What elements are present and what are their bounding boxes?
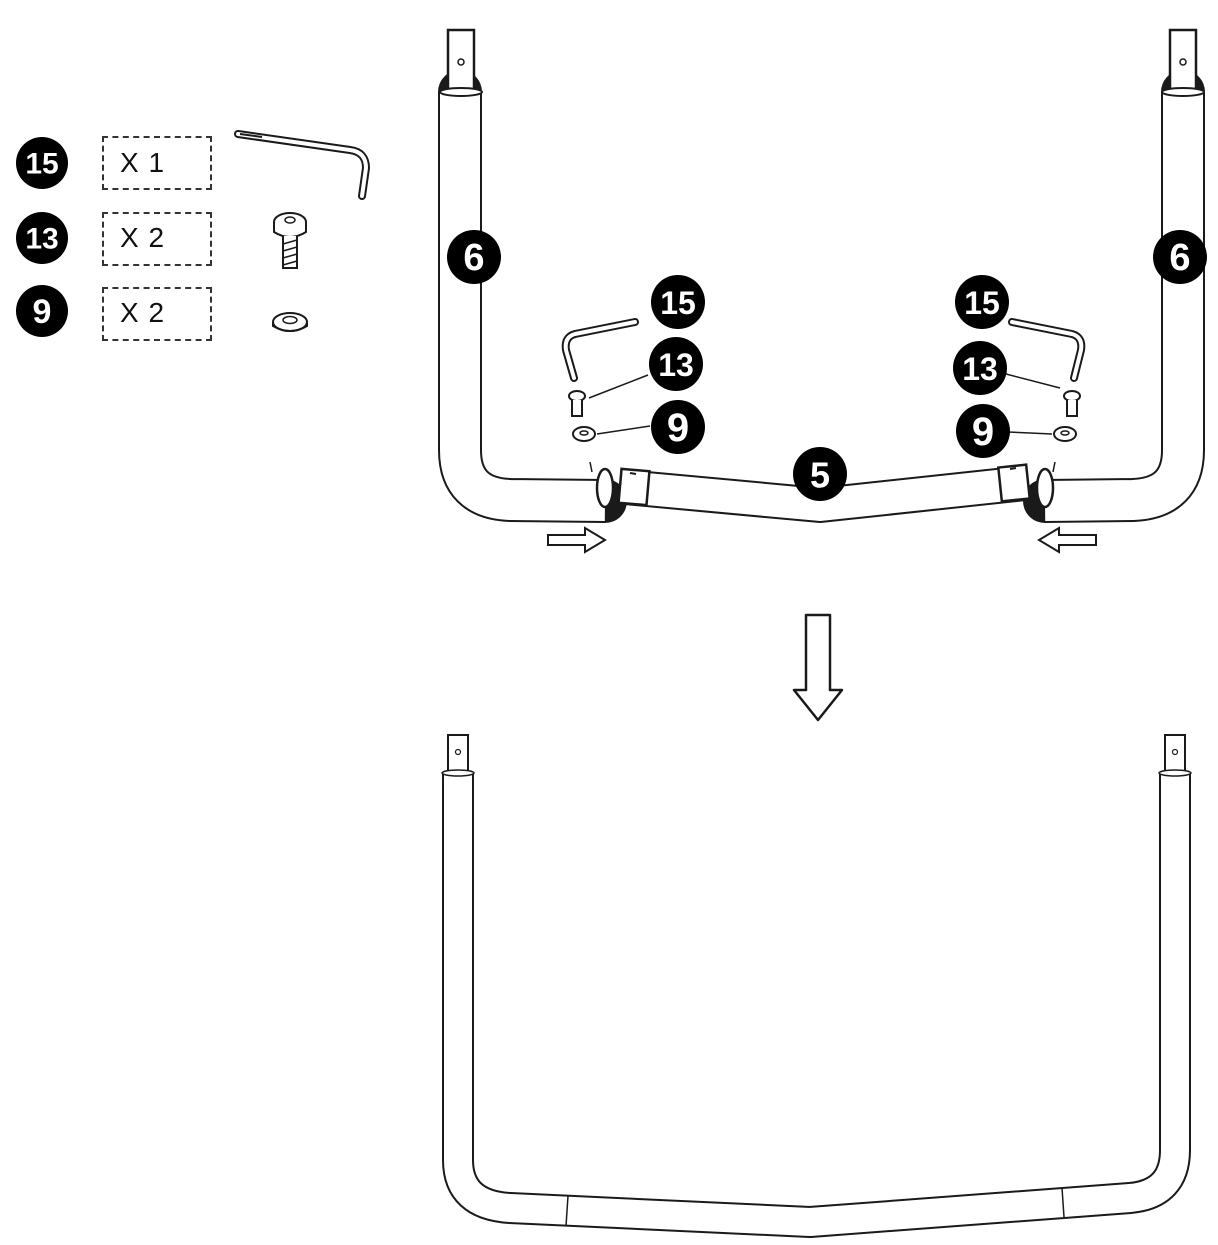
svg-text:13: 13	[25, 223, 58, 256]
callout-right-bolt: 13	[953, 341, 1007, 395]
push-arrow-right-icon	[547, 526, 607, 554]
part-badge-9: 9	[16, 285, 68, 337]
left-bolt-leader	[588, 374, 649, 399]
svg-text:15: 15	[660, 285, 696, 321]
svg-text:9: 9	[972, 410, 994, 454]
qty-text-9: X 2	[120, 297, 166, 328]
callout-left-tool: 15	[651, 275, 705, 329]
part-badge-13: 13	[16, 212, 68, 264]
allen-key-icon	[234, 130, 370, 200]
svg-text:5: 5	[810, 455, 830, 496]
callout-right-washer: 9	[956, 404, 1010, 458]
callout-center-bar: 5	[793, 447, 847, 501]
left-washer-leader	[596, 425, 651, 435]
svg-text:13: 13	[962, 351, 998, 387]
qty-box-9	[102, 287, 212, 341]
qty-text-13: X 2	[120, 222, 166, 253]
left-frame-tube	[438, 28, 627, 523]
callout-left-bolt: 13	[649, 337, 703, 391]
svg-text:6: 6	[463, 237, 484, 279]
qty-text-15: X 1	[120, 147, 166, 178]
right-bolt-leader	[1005, 373, 1061, 389]
callout-right-frame: 6	[1153, 230, 1207, 284]
callout-left-frame: 6	[447, 230, 501, 284]
callout-left-washer: 9	[651, 400, 705, 454]
right-washer-icon	[1053, 426, 1077, 442]
qty-box-13	[102, 212, 212, 266]
svg-text:13: 13	[658, 347, 694, 383]
right-bolt-icon	[1063, 390, 1081, 417]
center-bar	[617, 463, 1032, 523]
right-washer-leader	[1007, 431, 1053, 435]
svg-text:9: 9	[33, 293, 52, 331]
push-arrow-left-icon	[1037, 526, 1097, 554]
right-frame-tube	[1023, 28, 1205, 523]
callout-right-tool: 15	[955, 275, 1009, 329]
svg-text:15: 15	[25, 148, 58, 181]
washer-icon	[272, 312, 308, 332]
left-washer-icon	[572, 426, 596, 442]
svg-text:9: 9	[667, 406, 689, 450]
assembled-frame	[441, 734, 1192, 1238]
svg-text:15: 15	[964, 285, 1000, 321]
qty-box-15	[102, 136, 212, 190]
left-bolt-icon	[568, 390, 586, 417]
svg-text:6: 6	[1169, 237, 1190, 279]
right-allen-key-icon	[1008, 318, 1086, 382]
part-badge-15: 15	[16, 137, 68, 189]
left-allen-key-icon	[561, 318, 639, 382]
bolt-icon	[273, 212, 307, 269]
down-arrow-icon	[792, 613, 844, 722]
